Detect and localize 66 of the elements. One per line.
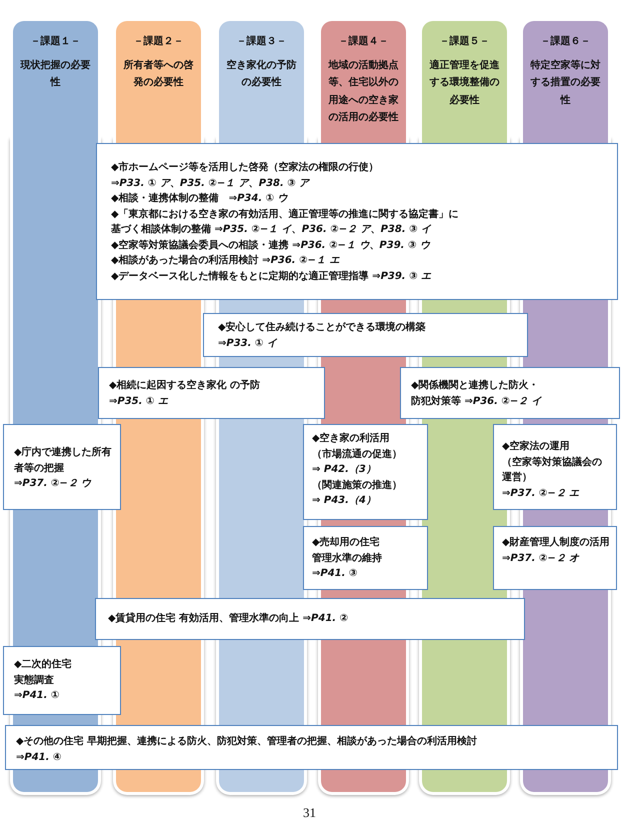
measure-text: ◆その他の住宅 早期把握、連携による防火、防犯対策、管理者の把握、相談があった場合の利活用検討 (16, 734, 478, 749)
measure-text: ⇒P37. ②−２ オ (502, 552, 580, 566)
measure-text: ⇒P33. ① ア、P35. ②−１ ア、P38. ③ ア (111, 176, 311, 190)
measure-text: 管理水準の維持 (312, 552, 383, 566)
measure-text: ⇒ P43.（4） (312, 494, 377, 508)
issue-number: －課題５－ (438, 34, 490, 49)
issue-title: 適正管理を促進する環境整備の必要性 (428, 58, 500, 108)
measure-text: ◆二次的住宅 (14, 657, 73, 672)
measure-text: ⇒P33. ① イ (218, 336, 278, 350)
measure-text: ⇒P35. ① エ (109, 394, 170, 408)
measure-box (400, 367, 620, 419)
measure-text: （空家等対策協議会の運営） (502, 455, 603, 485)
issue-number: －課題４－ (338, 34, 390, 49)
issue-column-header (113, 18, 204, 140)
measure-text: （市場流通の促進） (312, 447, 403, 462)
measure-text: ◆相談・連携体制の整備 ⇒P34. ① ウ (111, 192, 289, 206)
issue-title: 現状把握の必要性 (19, 58, 92, 90)
issue-number: －課題２－ (132, 34, 184, 49)
measure-box (303, 526, 428, 590)
measure-text: ◆財産管理人制度の活用 (502, 535, 610, 550)
measure-box (3, 646, 121, 715)
measure-text: ◆「東京都における空き家の有効活用、適正管理等の推進に関する協定書」に (111, 207, 460, 222)
measure-text: ◆賃貸用の住宅 有効活用、管理水準の向上 ⇒P41. ② (108, 611, 350, 626)
measure-text: ◆関係機関と連携した防火・ (411, 378, 540, 393)
measure-box (98, 367, 325, 419)
measure-text: 防犯対策等 ⇒P36. ②−２ イ (411, 394, 543, 408)
measure-text: ◆データベース化した情報をもとに定期的な適正管理指導 ⇒P39. ③ エ (111, 269, 432, 284)
measure-text: ◆相続に起因する空き家化 の予防 (109, 378, 262, 393)
issue-column-header (419, 18, 510, 140)
issue-title: 特定空家等に対する措置の必要性 (529, 58, 602, 108)
issue-number: －課題６－ (540, 34, 592, 49)
issue-title: 所有者等への啓発の必要性 (122, 58, 194, 90)
issue-number: －課題３－ (236, 34, 288, 49)
issue-title: 空き家化の予防の必要性 (226, 58, 298, 90)
measure-text: ⇒ P42.（3） (312, 463, 377, 477)
measure-text: 基づく相談体制の整備 ⇒P35. ②−１ イ、P36. ②−２ ア、P38. ③ イ (111, 222, 432, 237)
measure-text: ⇒P41. ① (14, 689, 60, 703)
measure-text: ⇒P41. ④ (16, 750, 62, 764)
measure-box (95, 598, 525, 640)
measure-box (96, 143, 618, 300)
measure-text: （関連施策の推進） (312, 478, 403, 492)
measure-text: ◆安心して住み続けることができる環境の構築 (218, 320, 427, 335)
issue-column-header (10, 18, 101, 140)
issue-title: 地域の活動拠点等、住宅以外の用途への空き家の活用の必要性 (327, 58, 400, 125)
measure-text: ◆売却用の住宅 (312, 535, 381, 550)
issue-column-header (318, 18, 409, 140)
page-number: 31 (303, 804, 316, 822)
measure-text: ◆空き家の利活用 (312, 431, 391, 446)
measure-text: ◆空家等対策協議会委員への相談・連携 ⇒P36. ②−１ ウ、P39. ③ ウ (111, 238, 432, 252)
measure-box (493, 424, 617, 510)
measure-text: ◆庁内で連携した所有者等の把握 (14, 446, 113, 476)
measure-text: ◆相談があった場合の利活用検討 ⇒P36. ②−１ エ (111, 254, 341, 268)
measure-box (5, 725, 618, 770)
measure-text: ⇒P37. ②−２ ウ (14, 477, 92, 491)
measure-text: ◆空家法の運用 (502, 439, 571, 454)
measure-box (493, 526, 617, 590)
measure-text: ⇒P37. ②−２ エ (502, 486, 580, 500)
measure-box (3, 424, 121, 510)
issue-column-header (216, 18, 307, 140)
measure-text: 実態調査 (14, 673, 55, 688)
measure-text: ◆市ホームページ等を活用した啓発（空家法の権限の行使） (111, 160, 380, 175)
measure-text: ⇒P41. ③ (312, 567, 358, 581)
measure-box (203, 313, 528, 357)
issue-column-header (520, 18, 611, 140)
issue-number: －課題１－ (30, 34, 82, 49)
measure-box (303, 424, 428, 520)
